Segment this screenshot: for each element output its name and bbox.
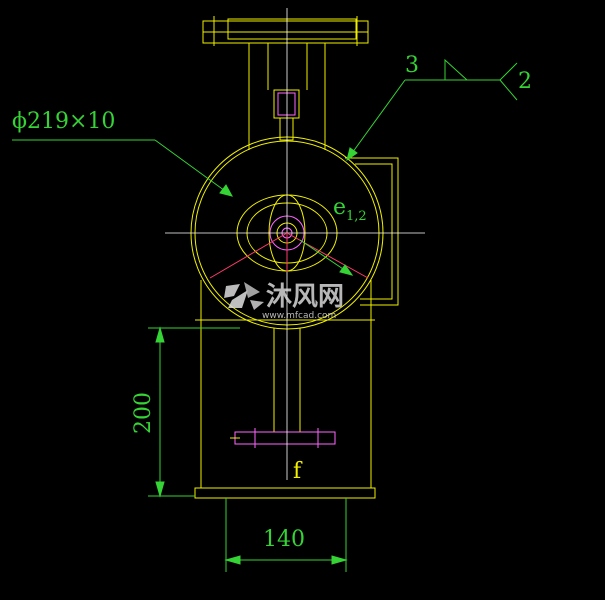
- top-fitting: [273, 89, 300, 141]
- pipe-spec-label: ϕ219×10: [12, 109, 115, 134]
- watermark-url: www.mfcad.com: [262, 311, 336, 321]
- top-flange: [202, 16, 369, 46]
- dim-height: [148, 326, 240, 498]
- leader-lines: [12, 79, 440, 276]
- eccentric-label: e1,2: [333, 195, 367, 224]
- dim-width-label: 140: [263, 527, 305, 552]
- callout-3-label: 3: [405, 53, 419, 78]
- lower-body: [194, 280, 376, 499]
- watermark-text: 沐风网: [266, 282, 344, 312]
- watermark-logo-icon: [224, 282, 264, 310]
- lower-flange: [230, 428, 336, 448]
- watermark: 沐风网 www.mfcad.com: [224, 282, 344, 321]
- weld-symbol: [440, 58, 518, 101]
- dim-height-label: 200: [131, 392, 156, 434]
- callout-2-label: 2: [518, 69, 532, 94]
- side-box: [345, 157, 399, 306]
- dim-width: [224, 498, 348, 572]
- upper-support: [248, 43, 326, 150]
- centerlines: [165, 8, 425, 480]
- f-label: f: [293, 459, 303, 484]
